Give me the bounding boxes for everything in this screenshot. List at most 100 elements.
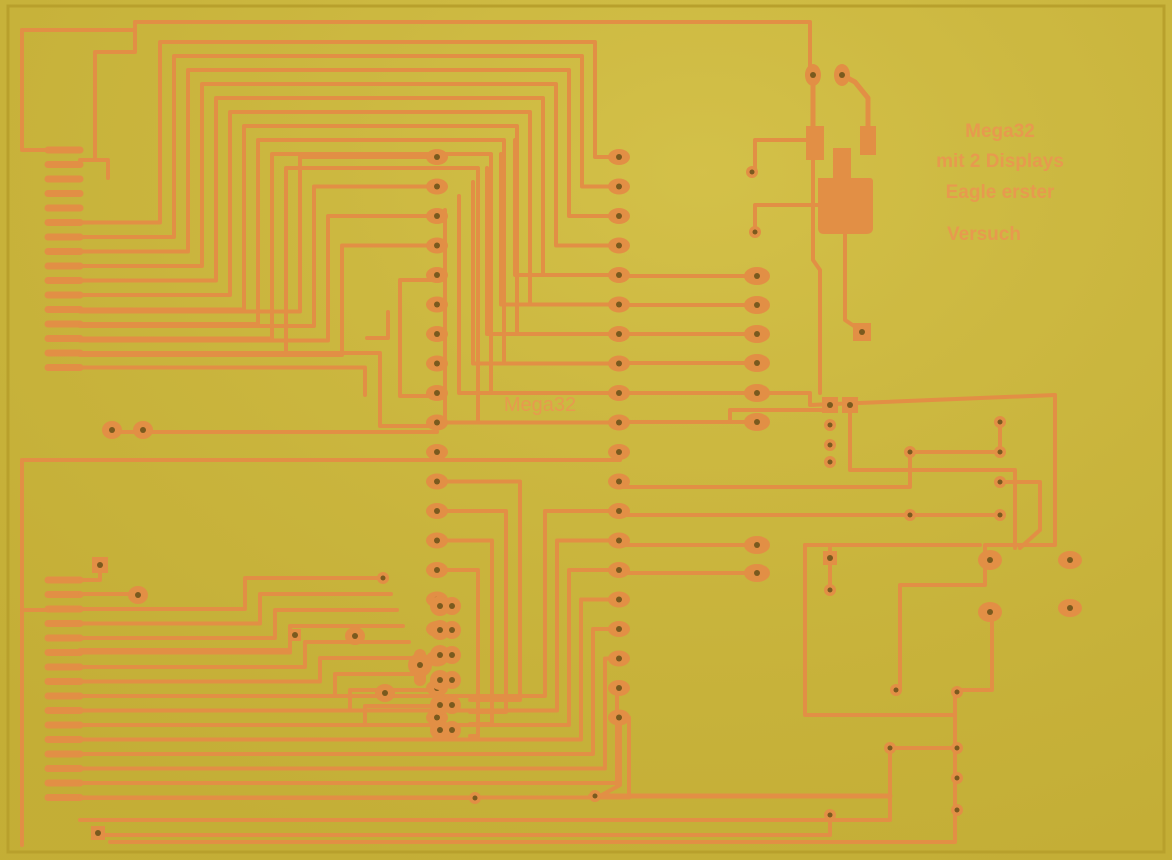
drill-hole-22 bbox=[434, 478, 440, 485]
drill-hole-20 bbox=[434, 449, 440, 455]
trace-67 bbox=[753, 138, 810, 172]
drill-hole-18 bbox=[434, 419, 440, 426]
drill-hole-91 bbox=[1067, 605, 1073, 611]
drill-hole-28 bbox=[434, 567, 440, 573]
drill-hole-45 bbox=[754, 360, 760, 366]
trace-92 bbox=[78, 592, 393, 626]
via-hole-55 bbox=[997, 419, 1003, 425]
drill-hole-16 bbox=[434, 390, 440, 396]
via-hole-52 bbox=[827, 422, 833, 428]
drill-hole-3 bbox=[616, 183, 622, 190]
via-hole-60 bbox=[907, 512, 913, 518]
drill-hole-90 bbox=[1067, 557, 1073, 563]
trace-110 bbox=[435, 479, 522, 702]
trace-51 bbox=[485, 166, 622, 336]
trace-37 bbox=[398, 278, 437, 312]
drill-hole-82 bbox=[382, 690, 388, 696]
trace-62 bbox=[848, 403, 1017, 550]
trace-118 bbox=[78, 746, 892, 822]
via-hole-85 bbox=[472, 795, 478, 801]
drill-hole-48 bbox=[754, 542, 760, 548]
drill-hole-37 bbox=[616, 685, 622, 691]
drill-hole-41 bbox=[140, 427, 146, 433]
trace-38 bbox=[398, 308, 437, 398]
drill-hole-11 bbox=[616, 301, 622, 308]
via-hole-98 bbox=[954, 745, 960, 751]
trace-19 bbox=[78, 82, 622, 268]
via-hole-99 bbox=[954, 775, 960, 781]
trace-93 bbox=[78, 608, 399, 640]
drill-hole-61 bbox=[810, 72, 816, 78]
drill-hole-87 bbox=[95, 830, 101, 836]
drill-hole-8 bbox=[434, 272, 440, 278]
drill-hole-76 bbox=[437, 702, 443, 708]
drill-hole-79 bbox=[449, 727, 455, 733]
via-hole-95 bbox=[827, 587, 833, 593]
trace-112 bbox=[435, 538, 494, 726]
drill-hole-10 bbox=[434, 301, 440, 308]
drill-hole-26 bbox=[434, 537, 440, 544]
via-hole-96 bbox=[893, 687, 899, 693]
trace-61 bbox=[618, 408, 832, 424]
trace-64 bbox=[998, 480, 1042, 550]
drill-hole-47 bbox=[754, 419, 760, 425]
trace-104 bbox=[78, 568, 622, 727]
trace-50 bbox=[499, 152, 622, 307]
drill-hole-15 bbox=[616, 360, 622, 367]
drill-hole-72 bbox=[437, 652, 443, 658]
drill-hole-92 bbox=[987, 557, 993, 563]
trace-36 bbox=[78, 158, 110, 180]
drill-hole-12 bbox=[434, 331, 440, 337]
drill-hole-14 bbox=[434, 360, 440, 367]
trace-113 bbox=[435, 568, 480, 738]
trace-106 bbox=[78, 627, 622, 756]
via-hole-53 bbox=[827, 442, 833, 448]
via-hole-86 bbox=[592, 793, 598, 799]
board-title-line-3: Eagle erster bbox=[946, 182, 1055, 203]
drill-hole-17 bbox=[616, 390, 622, 396]
trace-17 bbox=[78, 54, 622, 239]
trace-105 bbox=[78, 597, 622, 742]
via-hole-84 bbox=[380, 575, 386, 581]
via-hole-59 bbox=[907, 449, 913, 455]
drill-hole-93 bbox=[987, 609, 993, 615]
cap-pad-2 bbox=[860, 126, 876, 155]
drill-hole-39 bbox=[616, 714, 622, 721]
drill-hole-2 bbox=[434, 183, 440, 190]
trace-52 bbox=[471, 180, 622, 366]
drill-hole-83 bbox=[292, 632, 298, 638]
drill-hole-94 bbox=[827, 555, 833, 561]
trace-34 bbox=[93, 20, 137, 90]
drill-hole-66 bbox=[97, 562, 103, 568]
trace-28 bbox=[78, 214, 437, 343]
trace-96 bbox=[78, 656, 417, 684]
via-hole-58 bbox=[997, 512, 1003, 518]
drill-hole-65 bbox=[859, 329, 865, 335]
via-hole-54 bbox=[827, 459, 833, 465]
drill-hole-33 bbox=[616, 626, 622, 632]
trace-53 bbox=[457, 194, 622, 395]
trace-49 bbox=[513, 138, 622, 277]
drill-hole-73 bbox=[449, 652, 455, 658]
drill-hole-80 bbox=[417, 662, 423, 668]
trace-30 bbox=[78, 365, 367, 397]
drill-hole-74 bbox=[437, 677, 443, 683]
trace-102 bbox=[78, 509, 622, 698]
drill-hole-71 bbox=[449, 627, 455, 633]
regulator-tab bbox=[833, 148, 851, 180]
drill-hole-29 bbox=[616, 567, 622, 573]
cap-pad-1 bbox=[806, 126, 824, 160]
trace-124 bbox=[958, 610, 994, 692]
drill-hole-40 bbox=[109, 427, 115, 433]
drill-hole-62 bbox=[839, 72, 845, 78]
drill-hole-1 bbox=[616, 154, 622, 160]
drill-hole-68 bbox=[437, 603, 443, 609]
via-hole-88 bbox=[827, 812, 833, 818]
via-hole-97 bbox=[954, 689, 960, 695]
trace-26 bbox=[78, 155, 437, 314]
trace-39 bbox=[365, 310, 390, 340]
trace-33 bbox=[20, 28, 50, 152]
drill-hole-21 bbox=[616, 449, 622, 455]
pads bbox=[91, 64, 1082, 840]
